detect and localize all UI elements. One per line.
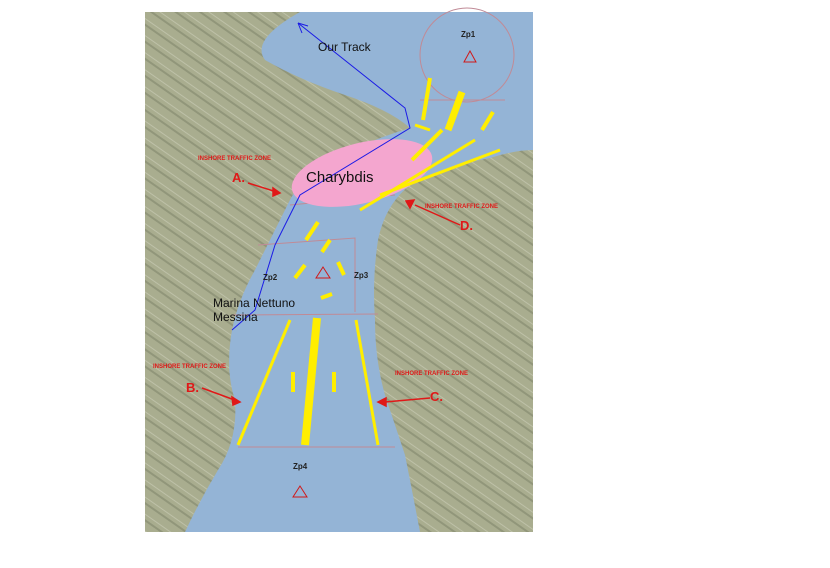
inshore-zone-label-b: INSHORE TRAFFIC ZONE (153, 364, 226, 370)
zone-label-zp3: Zp3 (354, 271, 369, 280)
marina-label-line1: Marina Nettuno (213, 296, 295, 310)
zone-label-zp1: Zp1 (461, 30, 476, 39)
zp4-warning-icon (292, 485, 308, 498)
zp1-warning-icon (463, 49, 477, 63)
traffic-lanes (236, 77, 501, 446)
our-track-line (231, 22, 411, 331)
warning-triangle-icons (292, 49, 477, 498)
marker-b: B. (186, 380, 199, 395)
inshore-arrows (201, 182, 461, 408)
marina-label-line2: Messina (213, 310, 258, 324)
inshore-zone-label-a: INSHORE TRAFFIC ZONE (198, 156, 271, 162)
marker-d: D. (460, 218, 473, 233)
zone-label-zp2: Zp2 (263, 273, 278, 282)
sicily-landmass (145, 12, 410, 532)
zp1-zone-circle (419, 7, 515, 103)
zp2-warning-icon (315, 266, 331, 279)
marker-c: C. (430, 389, 443, 404)
inshore-zone-label-d: INSHORE TRAFFIC ZONE (425, 204, 498, 210)
charybdis-label: Charybdis (306, 169, 374, 186)
our-track-label: Our Track (318, 40, 372, 54)
zone-label-zp4: Zp4 (293, 462, 308, 471)
marker-a: A. (232, 170, 245, 185)
inshore-zone-label-c: INSHORE TRAFFIC ZONE (395, 371, 468, 377)
track-arrow-icon (297, 22, 309, 34)
calabria-landmass (374, 150, 533, 532)
